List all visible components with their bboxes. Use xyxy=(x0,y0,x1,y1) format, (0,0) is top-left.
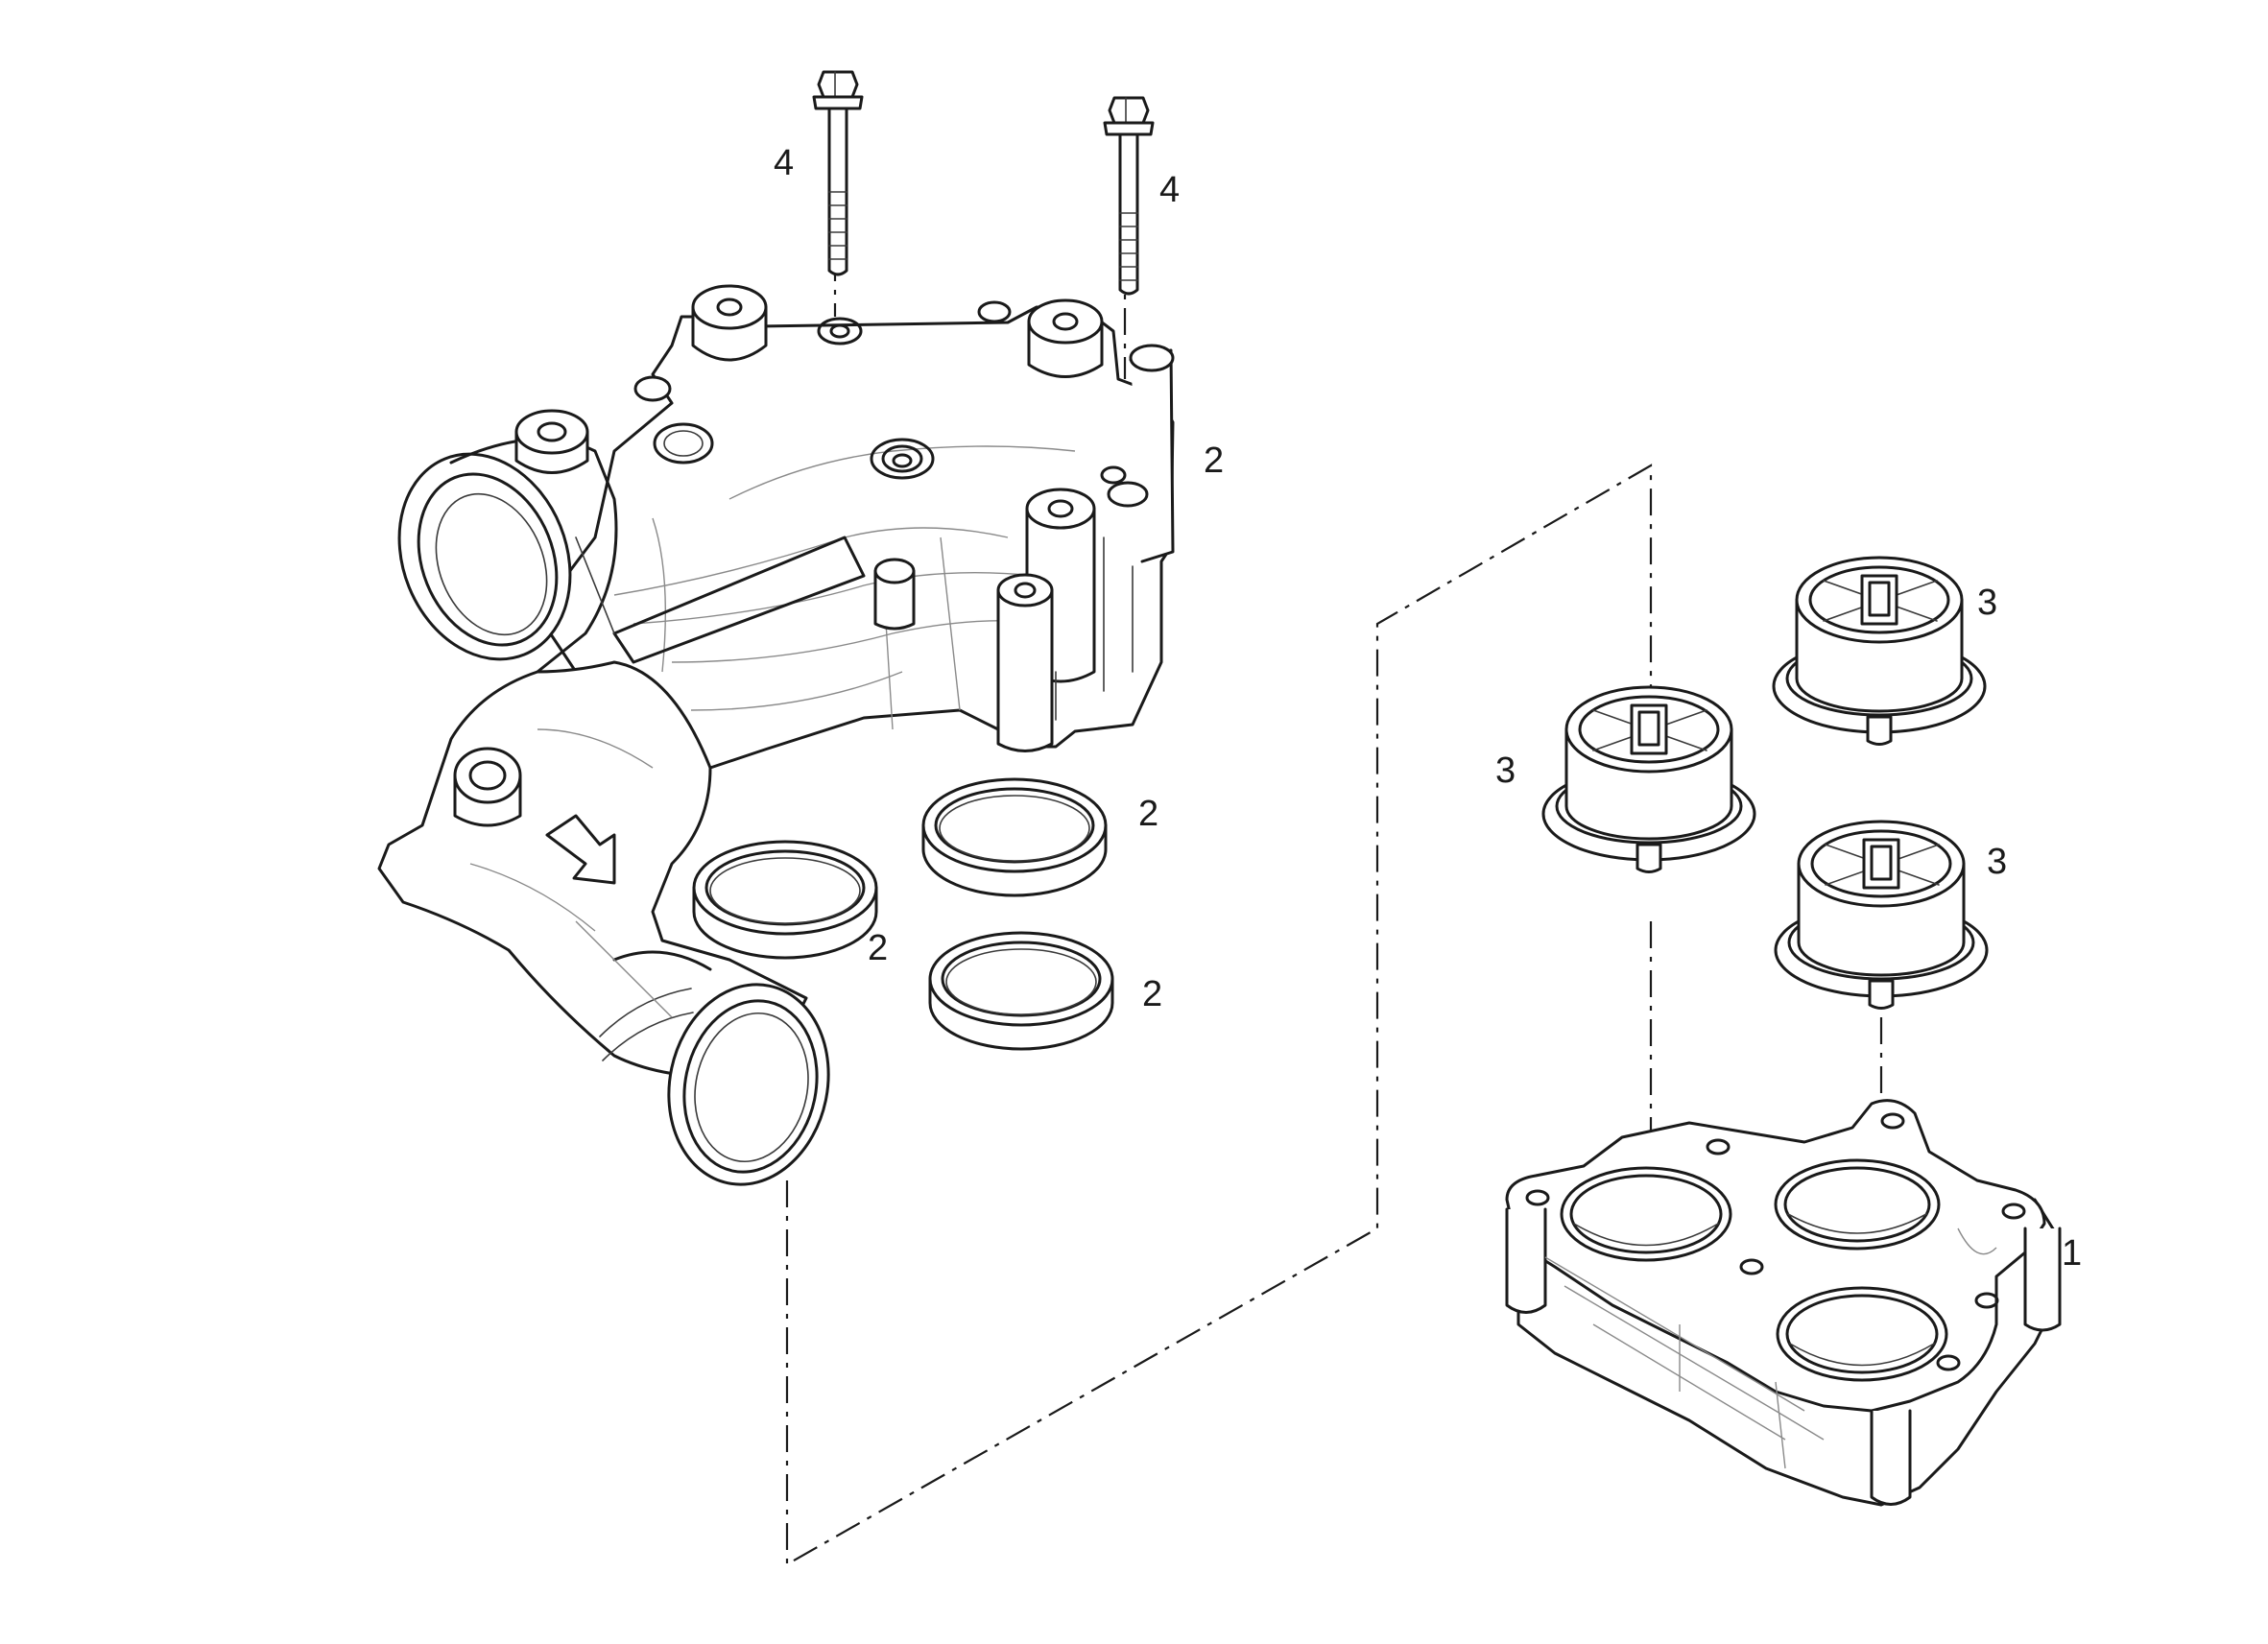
callout-seal-ring-lower-left: 2 xyxy=(868,928,888,968)
seal-ring-lower xyxy=(928,931,1114,1051)
callout-bolt-left: 4 xyxy=(774,143,794,183)
callouts: 4 4 2 2 2 2 3 3 3 1 xyxy=(774,143,2082,1274)
callout-thermostat-left: 3 xyxy=(1495,751,1516,791)
thermostat-lower-right xyxy=(1774,820,1989,1010)
callout-seal-ring-lower-right: 2 xyxy=(1142,974,1162,1014)
callout-thermostat-upper-right: 3 xyxy=(1977,583,1997,623)
callout-housing-gasket: 2 xyxy=(1204,441,1224,481)
callout-bolt-right: 4 xyxy=(1159,170,1180,210)
seal-ring-upper-left xyxy=(692,840,878,960)
coolant-housing xyxy=(377,284,1175,1186)
bolt-right xyxy=(1103,96,1155,296)
thermostat-housing xyxy=(1505,1099,2062,1507)
thermostat-left xyxy=(1541,685,1756,873)
bolt-left xyxy=(812,70,864,276)
callout-thermostat-housing: 1 xyxy=(2062,1233,2082,1274)
seal-ring-upper-right xyxy=(921,777,1108,897)
callout-thermostat-lower-right: 3 xyxy=(1987,842,2007,882)
thermostat-upper-right xyxy=(1772,556,1987,746)
callout-seal-ring-upper-right: 2 xyxy=(1138,794,1158,834)
housing-bosses xyxy=(514,284,1175,752)
